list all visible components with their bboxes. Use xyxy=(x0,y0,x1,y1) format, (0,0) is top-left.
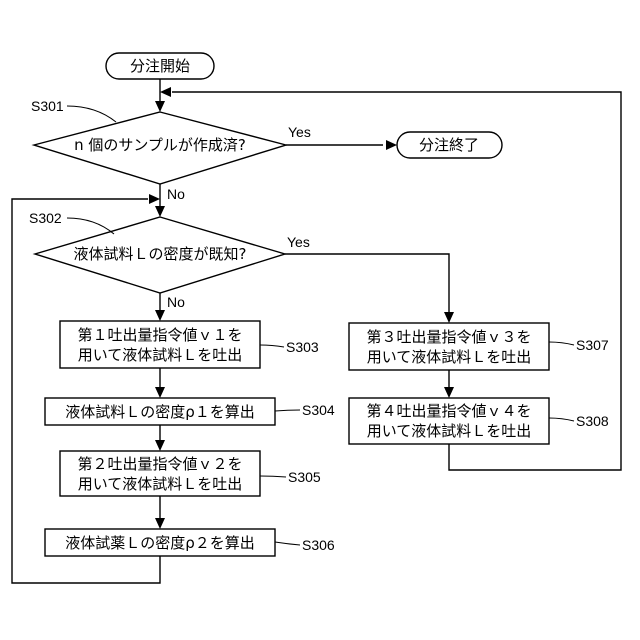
process-s307-line1: 第３吐出量指令値ｖ３を xyxy=(366,328,531,346)
start-label: 分注開始 xyxy=(130,57,190,75)
arrowhead-s307 xyxy=(444,312,454,323)
leader-s305 xyxy=(260,476,286,477)
process-s303-line2: 用いて液体試料Ｌを吐出 xyxy=(78,346,243,364)
step-label-s307: S307 xyxy=(576,337,609,353)
process-s306-text: 液体試薬Ｌの密度ρ２を算出 xyxy=(65,534,255,552)
step-label-s308: S308 xyxy=(576,413,609,429)
no-label-s302: No xyxy=(167,294,185,310)
process-s307: 第３吐出量指令値ｖ３を 用いて液体試料Ｌを吐出 S307 xyxy=(349,323,609,370)
decision-s301-text: n 個のサンプルが作成済? xyxy=(74,136,246,154)
yes-label-s301: Yes xyxy=(288,124,311,140)
step-label-s306: S306 xyxy=(302,537,335,553)
process-s305-line1: 第２吐出量指令値ｖ２を xyxy=(77,455,242,473)
step-label-s302: S302 xyxy=(29,210,62,226)
step-label-s305: S305 xyxy=(288,469,321,485)
arrowhead-s304 xyxy=(155,387,165,398)
process-s304: 液体試料Ｌの密度ρ１を算出 S304 xyxy=(45,398,335,425)
end-terminal: 分注終了 xyxy=(397,132,502,158)
step-label-s304: S304 xyxy=(302,402,335,418)
process-s305: 第２吐出量指令値ｖ２を 用いて液体試料Ｌを吐出 S305 xyxy=(60,451,321,496)
arrowhead-end xyxy=(386,140,397,150)
process-s305-line2: 用いて液体試料Ｌを吐出 xyxy=(78,475,243,493)
process-s306: 液体試薬Ｌの密度ρ２を算出 S306 xyxy=(45,529,335,556)
leader-s306 xyxy=(275,542,300,545)
leader-s308 xyxy=(549,418,574,421)
yes-label-s302: Yes xyxy=(287,234,310,250)
step-label-s301: S301 xyxy=(31,98,64,114)
process-s308-line1: 第４吐出量指令値ｖ４を xyxy=(366,402,531,420)
connector-s302-s307 xyxy=(285,254,449,316)
arrowhead-s308 xyxy=(444,387,454,398)
process-s303-line1: 第１吐出量指令値ｖ１を xyxy=(77,326,242,344)
leader-s307 xyxy=(549,342,574,345)
leader-s301 xyxy=(67,106,116,122)
arrowhead-s305 xyxy=(155,440,165,451)
arrowhead-s306 xyxy=(155,518,165,529)
process-s304-text: 液体試料Ｌの密度ρ１を算出 xyxy=(65,403,255,421)
leader-s303 xyxy=(260,345,284,347)
start-terminal: 分注開始 xyxy=(106,53,214,79)
decision-s302: 液体試料Ｌの密度が既知? S302 Yes No xyxy=(29,210,310,310)
step-label-s303: S303 xyxy=(286,339,319,355)
process-s308-line2: 用いて液体試料Ｌを吐出 xyxy=(367,422,532,440)
process-s303: 第１吐出量指令値ｖ１を 用いて液体試料Ｌを吐出 S303 xyxy=(60,321,319,368)
arrowhead-s303 xyxy=(155,310,165,321)
process-s307-line2: 用いて液体試料Ｌを吐出 xyxy=(367,348,532,366)
no-label-s301: No xyxy=(167,186,185,202)
arrowhead-s301 xyxy=(155,101,165,112)
leader-s302 xyxy=(67,218,114,234)
end-label: 分注終了 xyxy=(419,136,479,154)
decision-s301: n 個のサンプルが作成済? S301 Yes No xyxy=(31,98,311,202)
arrowhead-loop-s302 xyxy=(149,194,160,204)
arrowhead-loop-s301 xyxy=(160,87,171,97)
arrowhead-s302 xyxy=(155,206,165,217)
leader-s304 xyxy=(275,410,300,411)
decision-s302-text: 液体試料Ｌの密度が既知? xyxy=(74,245,247,263)
process-s308: 第４吐出量指令値ｖ４を 用いて液体試料Ｌを吐出 S308 xyxy=(349,398,609,444)
